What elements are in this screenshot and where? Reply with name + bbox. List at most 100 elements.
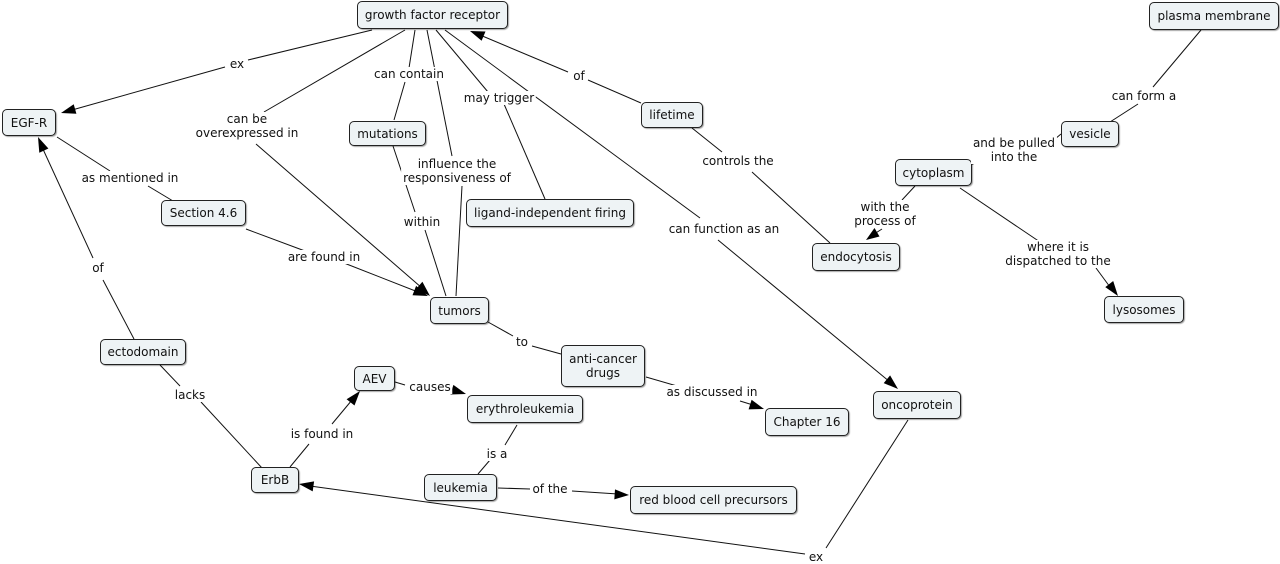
node-vesicle[interactable]: vesicle [1061,121,1119,147]
arrowhead-ch16 [748,399,764,410]
connector-isfound-aev [331,399,353,425]
connector-cytoplasm-dispatched [959,187,1041,243]
arrowhead-egfr-2 [38,137,49,153]
link-label-lacks: lacks [172,388,208,402]
link-label-causes: causes [407,380,453,394]
connector-ex-erbb [309,485,806,555]
node-red-blood-cell-precursors[interactable]: red blood cell precursors [630,486,797,514]
link-label-controls: controls the [700,154,776,168]
connector-cytoplasm-withproc [901,185,916,201]
node-endocytosis[interactable]: endocytosis [812,243,900,271]
node-anti-cancer-drugs[interactable]: anti-cancer drugs [561,345,645,387]
link-label-can-function: can function as an [666,222,782,236]
connector-gfr-ex [247,29,373,61]
connector-onco-ex [825,419,909,549]
node-oncoprotein[interactable]: oncoprotein [873,391,961,419]
connector-canform-vesicle [1109,103,1139,123]
connector-sec46-foundin [245,228,306,252]
connector-gfr-overexpressed [263,29,406,113]
connector-pm-canform [1152,29,1202,88]
connector-tumors-to [487,321,514,337]
connector-leukemia-ofthe [497,487,531,490]
connector-within-tumors [424,229,447,297]
arrowhead-erbb [299,481,315,492]
arrowhead-endocytosis [866,228,880,240]
connector-erythro-isa [504,424,518,446]
node-aev[interactable]: AEV [354,366,395,391]
connector-cancontain-mutations [393,81,406,121]
link-label-discussed: as discussed in [664,385,760,399]
connector-controls-endocytosis [751,171,831,244]
connector-influence-tumors [455,185,463,297]
link-label-can-contain: can contain [372,67,446,81]
connector-isa-leukemia [477,459,491,475]
node-egf-r[interactable]: EGF-R [2,109,56,136]
link-label-of-lifetime: of [571,69,587,83]
node-section-4-6[interactable]: Section 4.6 [161,200,246,226]
arrowhead-gfr [470,31,486,41]
connector-ecto-of [102,279,135,340]
node-erythroleukemia[interactable]: erythroleukemia [467,395,583,423]
arrowhead-egfr [61,104,77,114]
link-label-is-found-in: is found in [288,427,356,441]
link-label-pulled-into: and be pulled into the [970,136,1058,164]
connector-ecto-lacks [159,364,181,387]
arrowhead-rbcp [614,489,629,500]
connector-egfr-mentioned [56,136,111,172]
connector-canfunction-onco [717,239,891,383]
link-label-influence: influence the responsiveness of [401,157,513,185]
node-cytoplasm[interactable]: cytoplasm [895,159,972,186]
connector-lacks-erbb [200,401,263,469]
arrowhead-tumors-1 [415,281,430,296]
link-label-can-form: can form a [1109,89,1179,103]
connector-gfr-canfunction [444,29,701,219]
node-ligand-independent-firing[interactable]: ligand-independent firing [466,199,634,227]
connector-aev-causes [394,381,406,386]
link-label-of-the: of the [530,482,570,496]
connector-ofthe-rbcp [571,490,619,495]
arrowhead-erythro [450,384,466,395]
connector-of-egfr [41,146,94,259]
connector-to-acd [531,345,562,355]
connector-ex-egfr [71,66,226,111]
node-plasma-membrane[interactable]: plasma membrane [1149,2,1279,30]
link-label-of-ectodomain: of [90,261,106,275]
link-label-mentioned: as mentioned in [79,171,181,185]
connector-gfr-cancontain [408,29,416,69]
connector-overexpressed-tumors [255,143,423,289]
arrowhead-tumors-2 [412,285,428,296]
link-label-is-a: is a [484,447,510,461]
node-leukemia[interactable]: leukemia [424,474,497,501]
connector-lifetime-of [587,79,642,104]
link-label-with-process: with the process of [852,200,918,228]
connector-dispatched-lysosomes [1095,267,1111,288]
node-ectodomain[interactable]: ectodomain [100,339,186,365]
link-label-dispatched: where it is dispatched to the [1003,240,1113,268]
connector-gfr-maytrigger [435,29,489,93]
arrowhead-lysosomes [1105,281,1118,296]
arrowhead-onco [883,375,898,389]
node-tumors[interactable]: tumors [430,297,489,324]
node-lysosomes[interactable]: lysosomes [1104,296,1184,323]
connector-erbb-isfound [289,443,310,468]
arrowhead-aev [346,391,360,406]
connector-gfr-influence [426,29,453,157]
link-label-overexpressed: can be overexpressed in [193,112,301,140]
link-label-to: to [513,335,531,349]
node-erbb[interactable]: ErbB [251,467,299,493]
node-growth-factor-receptor[interactable]: growth factor receptor [357,1,508,29]
node-chapter-16[interactable]: Chapter 16 [765,408,849,436]
connector-acd-discussed [645,376,678,387]
link-label-found-in: are found in [285,250,363,264]
node-mutations[interactable]: mutations [349,121,426,146]
connector-mentioned-sec46 [147,185,174,202]
connector-of-gfr [479,34,569,73]
link-label-may-trigger: may trigger [461,91,537,105]
link-label-within: within [401,215,443,229]
link-label-ex-erbb: ex [806,550,826,564]
connector-lifetime-controls [691,127,723,153]
connector-foundin-tumors [343,262,419,293]
node-lifetime[interactable]: lifetime [641,102,703,128]
